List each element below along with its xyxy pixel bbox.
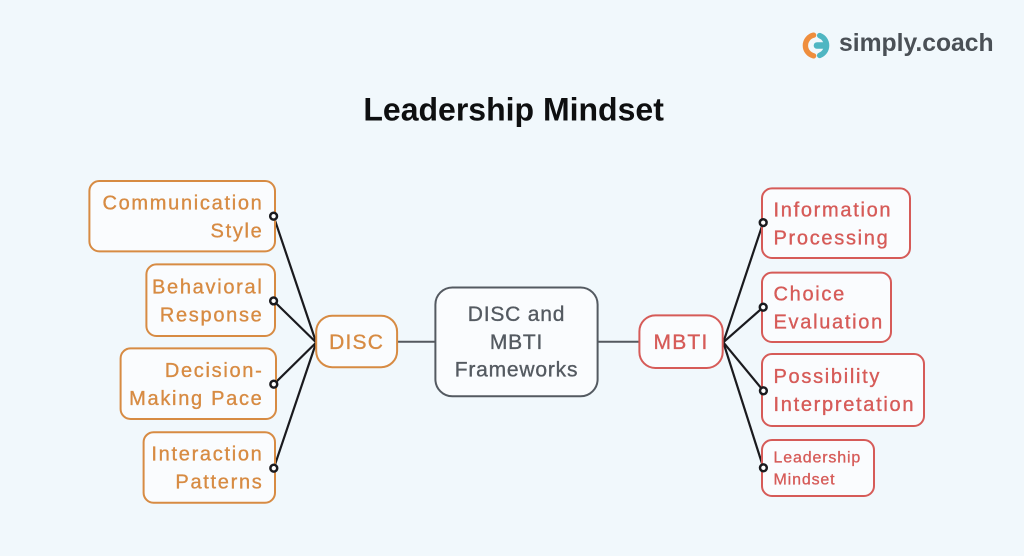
svg-text:Processing: Processing — [774, 227, 890, 249]
svg-text:DISC: DISC — [329, 331, 384, 354]
svg-text:Evaluation: Evaluation — [774, 312, 884, 334]
svg-text:Interpretation: Interpretation — [774, 394, 916, 416]
svg-text:Leadership: Leadership — [774, 450, 862, 467]
svg-text:Leadership Mindset: Leadership Mindset — [363, 91, 664, 127]
svg-text:Possibility: Possibility — [774, 366, 882, 388]
svg-text:Response: Response — [160, 304, 264, 326]
svg-text:Decision-: Decision- — [165, 360, 264, 382]
svg-text:Making Pace: Making Pace — [129, 388, 263, 410]
svg-text:simply.coach: simply.coach — [839, 30, 994, 57]
svg-text:Patterns: Patterns — [175, 472, 263, 494]
svg-text:Style: Style — [211, 220, 264, 242]
svg-text:Choice: Choice — [774, 284, 846, 306]
svg-text:Interaction: Interaction — [151, 444, 263, 466]
svg-text:Mindset: Mindset — [774, 472, 836, 489]
svg-text:Information: Information — [774, 199, 893, 221]
svg-text:Communication: Communication — [102, 192, 263, 214]
svg-text:MBTI: MBTI — [490, 331, 543, 354]
svg-text:MBTI: MBTI — [654, 331, 709, 354]
svg-text:Behavioral: Behavioral — [152, 276, 264, 298]
svg-text:Frameworks: Frameworks — [455, 359, 579, 382]
svg-text:DISC and: DISC and — [468, 303, 565, 326]
